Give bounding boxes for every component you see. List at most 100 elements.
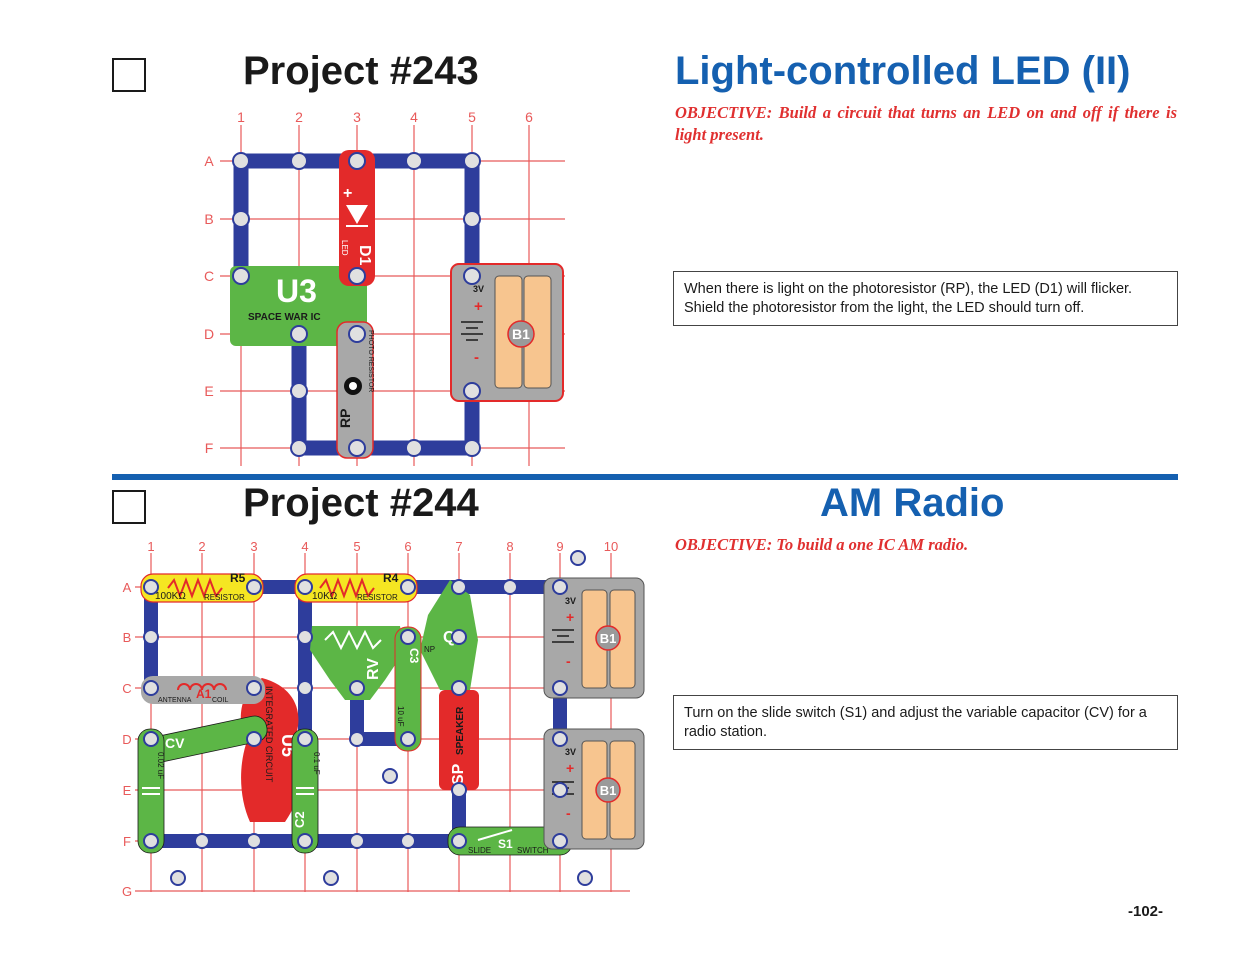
r5-label: R5	[230, 571, 246, 585]
b1-top-label: B1	[600, 631, 617, 646]
col-label: 10	[604, 539, 618, 554]
b1-label: B1	[512, 326, 530, 342]
project-243-title: Light-controlled LED (II)	[675, 49, 1131, 93]
a1-sublabel-right: COIL	[212, 697, 228, 704]
potentiometer-icon	[324, 629, 382, 651]
project-243-checkbox[interactable]	[112, 58, 146, 92]
rp-sublabel: PHOTO RESISTOR	[367, 330, 374, 392]
sp-sublabel: SPEAKER	[455, 706, 466, 755]
row-label: C	[122, 681, 131, 696]
col-label: 5	[468, 109, 476, 125]
page-number: -102-	[1128, 903, 1164, 920]
section-divider	[112, 474, 1178, 480]
col-label: 4	[410, 109, 418, 125]
q1-part	[420, 580, 478, 690]
u3-sublabel: SPACE WAR IC	[248, 312, 321, 323]
svg-text:-: -	[474, 349, 479, 366]
resistor-zigzag-icon	[167, 577, 223, 599]
col-label: 4	[301, 539, 308, 554]
row-labels: A B C D E F G	[122, 580, 132, 897]
rv-label: RV	[365, 658, 382, 680]
row-label: D	[204, 326, 214, 342]
project-244-circuit-diagram: 1 2 3 4 5 6 7 8 9 10 A B C D E F G U5 IN…	[122, 539, 645, 897]
c2-value: 0.1 uF	[312, 752, 321, 775]
project-243-note: When there is light on the photoresistor…	[673, 271, 1178, 326]
d1-label: D1	[356, 245, 373, 266]
r5-sublabel: RESISTOR	[204, 593, 245, 602]
svg-text:+: +	[566, 760, 574, 776]
b1-voltage: 3V	[473, 284, 484, 294]
switch-icon	[477, 829, 513, 841]
snap-wires	[144, 580, 567, 848]
c3-label: C3	[407, 648, 421, 664]
col-label: 9	[556, 539, 563, 554]
row-label: E	[123, 783, 132, 798]
project-244-title: AM Radio	[820, 481, 1005, 525]
project-244-objective: OBJECTIVE: To build a one IC AM radio.	[675, 535, 969, 554]
a1-label: A1	[196, 687, 212, 701]
svg-text:-: -	[566, 653, 571, 669]
row-label: D	[122, 732, 131, 747]
b1-bottom-label: B1	[600, 783, 617, 798]
b1-bottom-voltage: 3V	[565, 747, 576, 757]
led-symbol-icon	[346, 205, 368, 224]
u3-label: U3	[276, 273, 317, 309]
row-label: G	[122, 884, 132, 897]
sp-label: SP	[450, 763, 467, 785]
svg-text:+: +	[343, 185, 352, 202]
sp-part	[439, 690, 479, 790]
resistor-zigzag-icon	[319, 577, 375, 599]
column-labels: 1 2 3 4 5 6	[237, 109, 533, 125]
col-label: 1	[237, 109, 245, 125]
q1-sublabel: NP	[424, 645, 435, 654]
d1-sublabel: LED	[340, 240, 349, 256]
row-label: B	[123, 630, 132, 645]
col-label: 2	[295, 109, 303, 125]
s1-sublabel-right: SWITCH	[517, 846, 549, 855]
col-label: 5	[353, 539, 360, 554]
svg-text:+: +	[566, 609, 574, 625]
row-label: A	[123, 580, 132, 595]
row-label: C	[204, 268, 214, 284]
snap-connectors	[143, 550, 593, 886]
col-label: 2	[198, 539, 205, 554]
c1-label: C1	[122, 811, 137, 828]
s1-sublabel-left: SLIDE	[468, 846, 491, 855]
col-label: 3	[353, 109, 361, 125]
r4-sublabel: RESISTOR	[357, 593, 398, 602]
r4-value: 10KΩ	[312, 591, 338, 602]
row-label: E	[204, 383, 213, 399]
b1-top-voltage: 3V	[565, 596, 576, 606]
coil-icon	[177, 683, 227, 691]
u5-sublabel: INTEGRATED CIRCUIT	[264, 686, 274, 783]
c2-label: C2	[292, 811, 307, 828]
c1-part	[137, 728, 165, 854]
row-label: B	[204, 211, 213, 227]
col-label: 6	[525, 109, 533, 125]
project-244-note: Turn on the slide switch (S1) and adjust…	[673, 695, 1178, 750]
col-label: 1	[147, 539, 154, 554]
r5-value: 100KΩ	[155, 591, 186, 602]
project-243-circuit-diagram: 1 2 3 4 5 6 A B C D E F U3 SPACE WAR IC …	[204, 109, 565, 466]
row-label: F	[205, 440, 214, 456]
column-labels: 1 2 3 4 5 6 7 8 9 10	[147, 539, 618, 554]
snap-connectors	[232, 152, 481, 457]
a1-sublabel-left: ANTENNA	[158, 697, 192, 704]
r4-label: R4	[383, 571, 399, 585]
project-244-checkbox[interactable]	[112, 490, 146, 524]
c3-value: 10 uF	[396, 706, 405, 727]
project-244-number: Project #244	[243, 481, 479, 525]
row-label: A	[204, 153, 214, 169]
u5-part	[240, 678, 302, 822]
svg-text:-: -	[566, 805, 571, 821]
s1-label: S1	[498, 837, 513, 851]
col-label: 7	[455, 539, 462, 554]
rv-part	[310, 626, 405, 700]
u3-part	[230, 266, 367, 346]
rp-label: RP	[337, 409, 353, 428]
cv-value: 0.02 uF	[156, 752, 165, 779]
project-243-number: Project #243	[243, 49, 479, 93]
b1-badge	[507, 320, 535, 348]
b1-top-part: B1 3V + -	[543, 577, 645, 699]
cv-label: CV	[165, 735, 185, 751]
